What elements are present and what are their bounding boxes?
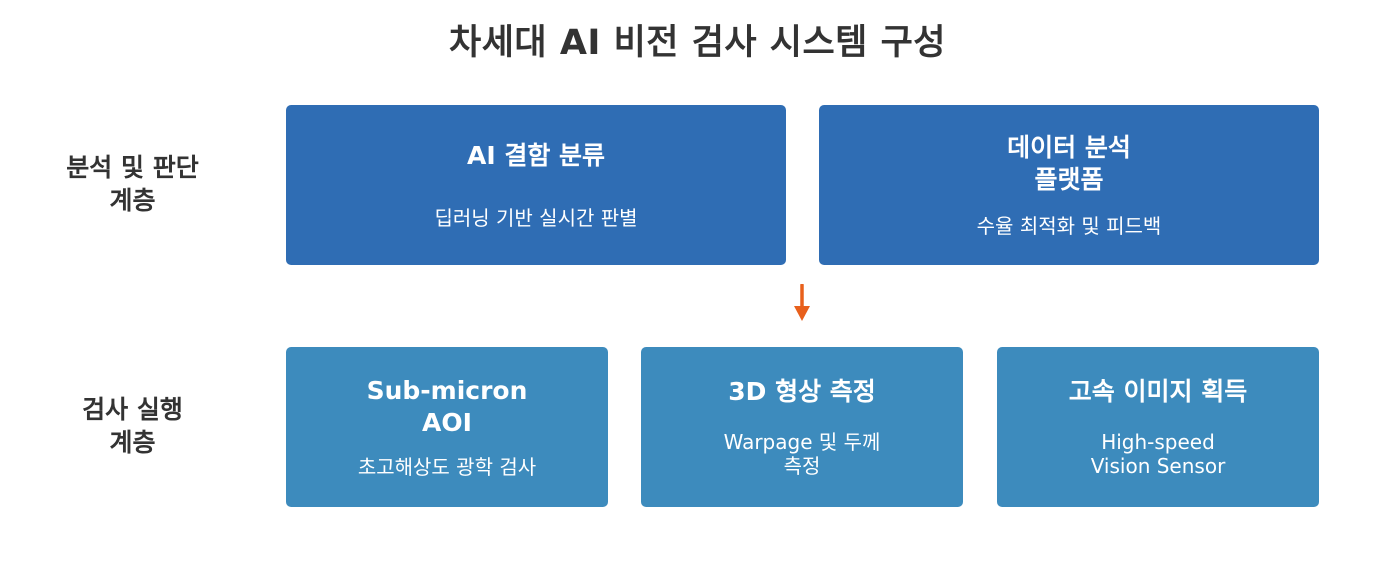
box-high-speed-image-acquisition: 고속 이미지 획득 High-speed Vision Sensor (997, 347, 1319, 507)
box-subtitle: 초고해상도 광학 검사 (357, 455, 537, 479)
box-data-analysis-platform: 데이터 분석 플랫폼 수율 최적화 및 피드백 (819, 105, 1319, 265)
box-ai-defect-classification: AI 결함 분류 딥러닝 기반 실시간 판별 (286, 105, 786, 265)
layer-label-execution: 검사 실행 계층 (82, 395, 183, 457)
down-arrow-icon (794, 284, 810, 321)
box-title: 3D 형상 측정 (728, 377, 876, 406)
box-subtitle: 딥러닝 기반 실시간 판별 (434, 206, 638, 230)
layer-label-analysis: 분석 및 판단 계층 (66, 153, 199, 215)
box-subtitle: 수율 최적화 및 피드백 (976, 214, 1162, 238)
box-title: AI 결함 분류 (466, 141, 606, 170)
box-title: Sub-micron AOI (366, 376, 528, 437)
box-title: 데이터 분석 플랫폼 (1007, 133, 1131, 194)
box-subtitle: High-speed Vision Sensor (1090, 430, 1226, 478)
box-sub-micron-aoi: Sub-micron AOI 초고해상도 광학 검사 (286, 347, 608, 507)
box-title: 고속 이미지 획득 (1068, 377, 1248, 406)
box-3d-shape-measurement: 3D 형상 측정 Warpage 및 두께 측정 (641, 347, 963, 507)
diagram-title: 차세대 AI 비전 검사 시스템 구성 (449, 23, 946, 63)
box-subtitle: Warpage 및 두께 측정 (723, 430, 881, 478)
